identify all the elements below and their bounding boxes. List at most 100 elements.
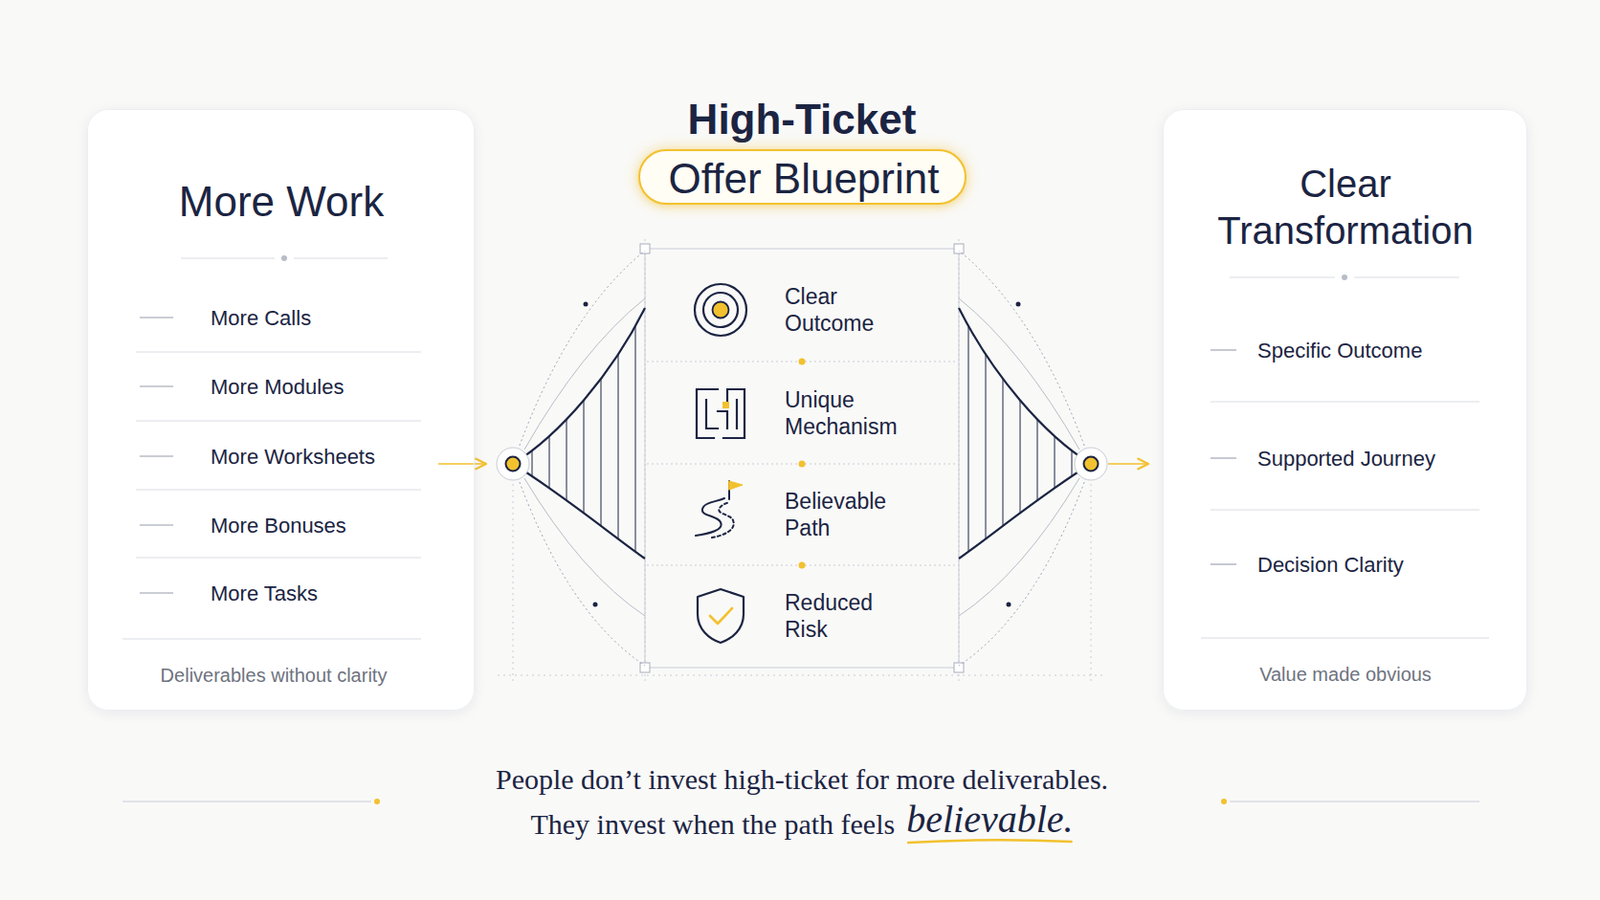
flow-arrow: [1108, 463, 1149, 466]
target-ring: [703, 292, 738, 328]
pill-text: Offer Blueprint: [668, 153, 940, 205]
line-shape: [139, 592, 174, 595]
line-shape: [1054, 436, 1056, 489]
guide-line: [958, 239, 960, 682]
path-icon: [695, 481, 743, 538]
list-item: Specific Outcome: [1257, 338, 1423, 365]
circle-shape: [593, 602, 599, 608]
footer-dot: [374, 799, 380, 805]
line-shape: [135, 557, 422, 559]
guide-line: [644, 239, 646, 682]
road-edge: [695, 498, 725, 536]
line-shape: [1229, 276, 1335, 278]
path-shape: [958, 308, 1091, 465]
guide-line: [512, 478, 514, 682]
line-shape: [968, 326, 970, 552]
line-shape: [1210, 349, 1237, 352]
maze-icon: [696, 389, 745, 439]
row-dot: [799, 461, 806, 468]
tagline-text: People don’t invest high-ticket for more…: [495, 763, 1109, 796]
row-text: Reduced Risk: [784, 589, 908, 644]
row-dot: [799, 358, 806, 366]
line-shape: [1071, 450, 1073, 477]
line-shape: [139, 455, 174, 458]
circle-shape: [583, 302, 589, 308]
line-shape: [293, 257, 388, 259]
list-item: More Bonuses: [210, 513, 347, 540]
line-shape: [139, 316, 174, 319]
list-item: More Modules: [210, 375, 344, 401]
line-shape: [985, 354, 987, 540]
footer-rule: [1229, 801, 1480, 803]
corner-handle: [954, 244, 964, 254]
left-bridge: [496, 250, 645, 667]
shield-outline: [697, 589, 744, 644]
blueprint-row: Believable Path: [644, 464, 959, 566]
line-shape: [1020, 400, 1022, 514]
bridge-illustration: [496, 250, 1108, 667]
path-shape: [958, 464, 1091, 559]
panel-card: More WorkMore CallsMore ModulesMore Work…: [87, 109, 475, 712]
flag: [729, 481, 743, 490]
line-shape: [1354, 276, 1460, 278]
guide-line: [497, 675, 1107, 677]
path-shape: [958, 464, 1091, 667]
panel-footer: Deliverables without clarity: [160, 664, 388, 688]
line-shape: [1002, 378, 1004, 527]
line-shape: [549, 436, 551, 489]
circle-shape: [1006, 602, 1012, 608]
path-shape: [958, 298, 1080, 450]
frame-guides: [497, 239, 1107, 682]
circle-shape: [1016, 302, 1022, 308]
path-shape: [512, 250, 645, 465]
row-text: Believable Path: [784, 488, 908, 542]
path-shape: [958, 250, 1091, 465]
line-shape: [139, 524, 174, 527]
line-shape: [532, 450, 534, 477]
panel-fill: [1162, 109, 1528, 712]
target-icon: [694, 284, 747, 336]
line-shape: [122, 638, 422, 640]
corner-handle: [640, 244, 650, 254]
panel-card: Clear TransformationSpecific OutcomeSupp…: [1162, 109, 1528, 712]
line-shape: [1210, 563, 1237, 566]
line-shape: [135, 352, 422, 354]
row-text: Unique Mechanism: [784, 386, 908, 441]
corner-handle: [640, 663, 650, 673]
blueprint-row: Clear Outcome: [644, 248, 959, 362]
panel-heading: More Work: [178, 176, 384, 228]
guide-line: [1090, 478, 1092, 682]
path-shape: [524, 478, 645, 617]
circle-shape: [1084, 457, 1099, 472]
path-shape: [524, 298, 645, 450]
diagram-title: High-Ticket: [688, 93, 917, 146]
panel-fill: [87, 109, 475, 712]
circle-shape: [506, 457, 521, 472]
shield-icon: [697, 589, 744, 644]
path-shape: [512, 464, 645, 667]
line-shape: [583, 400, 585, 514]
right-bridge: [958, 250, 1108, 667]
blueprint-row: Reduced Risk: [644, 565, 959, 668]
path-shape: [512, 464, 645, 559]
panel-decorations: [122, 255, 1489, 844]
line-shape: [1037, 419, 1039, 501]
list-item: More Calls: [210, 306, 312, 333]
list-item: Supported Journey: [1257, 446, 1436, 473]
path-shape: [958, 478, 1080, 617]
circle-shape: [1341, 274, 1348, 281]
line-shape: [1200, 637, 1489, 639]
line-shape: [135, 489, 422, 491]
shield-check: [710, 608, 733, 624]
list-item: More Tasks: [210, 581, 318, 608]
panel-footer: Value made obvious: [1259, 663, 1432, 687]
line-shape: [139, 385, 174, 388]
flow-arrow: [438, 463, 487, 466]
blueprint-row: Unique Mechanism: [644, 361, 959, 465]
line-shape: [1210, 510, 1480, 512]
road-center: [711, 502, 734, 538]
tagline-emphasis: believable.: [906, 799, 1073, 842]
footer-dot: [1221, 799, 1227, 805]
frame-rect: [644, 248, 959, 668]
